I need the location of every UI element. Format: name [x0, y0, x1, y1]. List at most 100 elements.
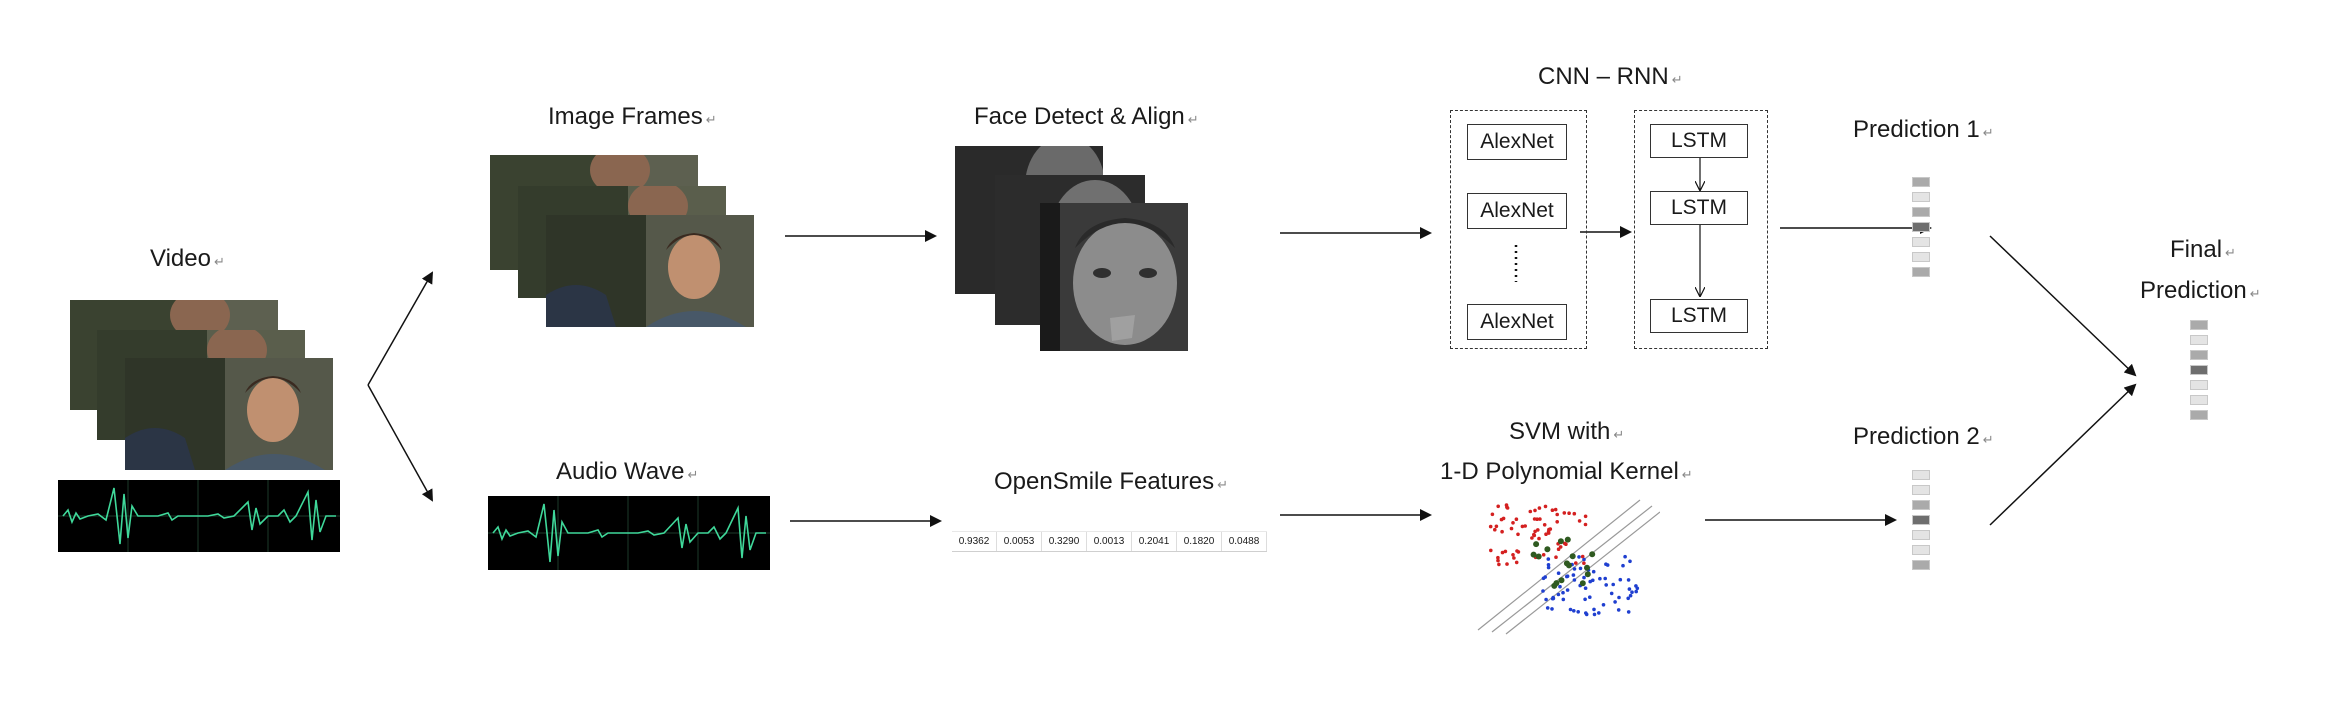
svm-point-red: [1582, 561, 1586, 565]
label-prediction-2: Prediction 2↵: [1853, 423, 1994, 450]
svm-point-blue: [1626, 596, 1630, 601]
svm-point-blue: [1546, 557, 1551, 561]
label-final-2: Prediction↵: [2140, 277, 2261, 304]
svm-point-blue: [1571, 573, 1576, 577]
svm-point-blue: [1546, 563, 1551, 567]
svm-point-blue: [1558, 584, 1562, 589]
label-prediction-1: Prediction 1↵: [1853, 116, 1994, 143]
svm-support-vector: [1579, 580, 1586, 587]
svm-point-blue: [1572, 567, 1577, 571]
svm-point-blue: [1618, 577, 1623, 582]
arrow-video-to-frames: [367, 271, 433, 386]
prediction-1-vector: [1912, 177, 1930, 282]
svm-point-blue: [1572, 578, 1577, 582]
svm-point-red: [1553, 507, 1558, 512]
svm-point-blue: [1630, 590, 1634, 594]
svm-point-blue: [1626, 610, 1631, 614]
waveform-graphic: [488, 496, 770, 570]
svm-support-vector: [1569, 553, 1576, 560]
svm-point-blue: [1546, 565, 1551, 570]
svm-point-red: [1496, 555, 1500, 560]
prediction-cell: [1912, 207, 1930, 217]
label-cnn-rnn: CNN – RNN↵: [1538, 63, 1683, 90]
svm-point-blue: [1583, 586, 1588, 590]
prediction-cell: [1912, 222, 1930, 232]
arrow-pred2-to-final: [1989, 383, 2137, 526]
svm-point-blue: [1598, 576, 1602, 581]
svm-point-blue: [1613, 600, 1617, 604]
arrow-pred1-to-final: [1989, 235, 2137, 377]
label-audio-wave: Audio Wave↵: [556, 458, 699, 485]
svm-point-blue: [1544, 597, 1548, 602]
svm-point-red: [1543, 504, 1548, 509]
svm-point-blue: [1556, 571, 1561, 575]
svm-point-blue: [1576, 610, 1580, 614]
prediction-cell: [1912, 177, 1930, 187]
svm-point-red: [1514, 560, 1519, 565]
label-image-frames: Image Frames↵: [548, 103, 717, 130]
svm-point-red: [1511, 521, 1515, 525]
svm-point-blue: [1541, 589, 1545, 593]
label-opensmile: OpenSmile Features↵: [994, 468, 1229, 495]
lstm-box: LSTM: [1650, 299, 1748, 333]
feature-cell: 0.2041: [1132, 532, 1177, 551]
feature-cell: 0.1820: [1177, 532, 1222, 551]
feature-cell: 0.3290: [1042, 532, 1087, 551]
svm-point-blue: [1617, 595, 1621, 600]
svm-point-red: [1536, 528, 1540, 532]
svm-point-blue: [1592, 612, 1597, 617]
svm-point-red: [1555, 520, 1559, 524]
svm-point-red: [1490, 512, 1495, 517]
svm-point-blue: [1597, 611, 1601, 615]
svm-point-red: [1501, 516, 1506, 521]
prediction-cell: [2190, 350, 2208, 360]
prediction-cell: [1912, 192, 1930, 202]
svm-point-blue: [1556, 592, 1561, 597]
svm-point-red: [1530, 536, 1534, 540]
prediction-cell: [1912, 267, 1930, 277]
lstm-box: LSTM: [1650, 124, 1748, 158]
svm-point-red: [1537, 506, 1542, 510]
svm-point-red: [1537, 536, 1541, 541]
svm-support-vector: [1564, 536, 1571, 543]
svm-point-blue: [1541, 576, 1546, 581]
svm-point-red: [1489, 548, 1493, 553]
svm-point-blue: [1561, 597, 1566, 602]
feature-cell: 0.0053: [997, 532, 1042, 551]
svm-point-blue: [1568, 607, 1573, 612]
waveform-graphic: [58, 480, 340, 552]
svm-point-red: [1496, 504, 1500, 509]
waveform-path: [492, 503, 766, 563]
image-frame: [546, 215, 754, 327]
svm-point-red: [1550, 508, 1555, 512]
prediction-cell: [2190, 320, 2208, 330]
svm-point-blue: [1626, 578, 1631, 582]
svm-point-red: [1577, 519, 1582, 523]
svm-point-blue: [1634, 584, 1638, 588]
svm-support-vector: [1584, 571, 1591, 578]
svm-point-red: [1515, 549, 1519, 553]
svm-support-vector: [1563, 560, 1570, 567]
svm-point-blue: [1545, 606, 1550, 610]
audio-waveform: [488, 496, 770, 570]
svm-point-blue: [1623, 554, 1627, 559]
svm-point-red: [1520, 524, 1525, 529]
video-frame: [125, 358, 333, 470]
svm-point-blue: [1550, 607, 1554, 611]
label-svm-1: SVM with↵: [1509, 418, 1625, 445]
alexnet-box: AlexNet: [1467, 304, 1567, 340]
svm-point-red: [1533, 529, 1537, 534]
svm-point-blue: [1577, 555, 1581, 559]
svm-point-red: [1567, 511, 1571, 515]
svm-point-red: [1546, 531, 1551, 535]
final-prediction-vector: [2190, 320, 2208, 425]
prediction-cell: [2190, 410, 2208, 420]
svm-point-blue: [1578, 566, 1583, 571]
prediction-cell: [1912, 500, 1930, 510]
prediction-cell: [2190, 365, 2208, 375]
svm-point-red: [1511, 553, 1515, 557]
svm-point-blue: [1582, 575, 1586, 580]
alexnet-box: AlexNet: [1467, 124, 1567, 160]
svm-point-red: [1562, 511, 1567, 515]
feature-cell: 0.0488: [1222, 532, 1267, 551]
